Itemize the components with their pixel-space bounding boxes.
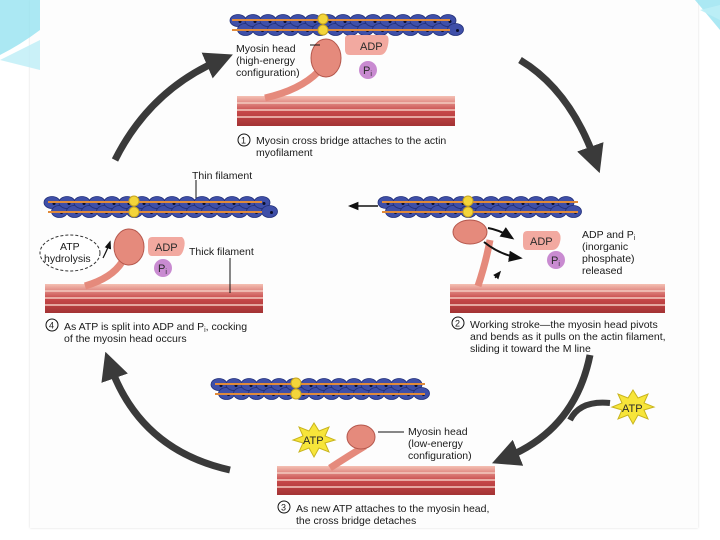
atp-feed-arrow — [567, 399, 611, 422]
release-label-4: released — [582, 265, 622, 277]
step-number: 1 — [241, 136, 246, 146]
myosin-neck-2 — [474, 239, 494, 288]
head-label-2: (low-energy — [408, 438, 464, 450]
myosin-neck-1 — [264, 69, 321, 102]
step-3-group: ATP Myosin head (low-energy configuratio… — [210, 377, 495, 527]
head-label-3: configuration) — [236, 67, 300, 79]
binding-site-dot — [456, 29, 459, 32]
binding-site-dot — [270, 211, 273, 214]
step-number-circle — [277, 500, 291, 514]
step-1-group: ADP Pi Myosin head (high-energy configur… — [229, 13, 464, 159]
troponin-complex — [317, 13, 329, 25]
step-number: 4 — [49, 321, 54, 331]
release-label-2: (inorganic — [582, 241, 628, 253]
step-4-caption-line-2: of the myosin head occurs — [64, 333, 187, 345]
step-number: 2 — [455, 319, 460, 329]
step-1-caption-line-2: myofilament — [256, 147, 313, 159]
step-1-caption-line-1: Myosin cross bridge attaches to the acti… — [256, 135, 446, 147]
hydrolysis-arrow — [102, 240, 112, 259]
step-2-group: ADP Pi ADP and Pi (inorganic phosphate) … — [347, 195, 666, 355]
step-4-caption-line-1: As ATP is split into ADP and Pi, cocking — [64, 321, 247, 334]
atp-hydrolysis-bubble — [39, 234, 101, 272]
actin-filament-2 — [377, 195, 582, 218]
head-label-2: (high-energy — [236, 55, 296, 67]
troponin-complex — [290, 377, 302, 389]
troponin-complex — [128, 195, 140, 207]
atp-bound-label: ATP — [303, 435, 324, 447]
actin-bead — [261, 205, 278, 218]
thick-stripes — [277, 472, 495, 488]
adp-chip-4: ADP — [148, 237, 185, 256]
adp-chip-1: ADP — [345, 35, 389, 55]
myosin-neck-4 — [83, 259, 125, 290]
step-number-circle — [45, 318, 59, 332]
troponin-complex — [462, 206, 474, 218]
troponin-complex — [462, 195, 474, 207]
pi-chip-2: Pi — [547, 251, 565, 269]
step-3-caption-line-1: As new ATP attaches to the myosin head, — [296, 503, 489, 515]
atp-bound-burst: ATP — [291, 422, 337, 459]
hydrolysis-label-1: ATP — [60, 241, 80, 253]
adp-label: ADP — [530, 236, 553, 248]
thin-filament-label: Thin filament — [192, 170, 252, 182]
myosin-head-4 — [113, 228, 145, 266]
pi-chip-1: Pi — [359, 61, 377, 79]
thick-filament-label: Thick filament — [189, 246, 254, 258]
release-label-1: ADP and Pi — [582, 229, 636, 242]
head-label-1: Myosin head — [408, 426, 468, 438]
troponin-complex — [290, 388, 302, 400]
cycle-arrow-1-to-2 — [518, 56, 604, 174]
myosin-head-3 — [346, 424, 376, 450]
step-3-caption-line-2: the cross bridge detaches — [296, 515, 416, 527]
adp-label: ADP — [155, 242, 178, 254]
actin-filament-1 — [229, 13, 464, 36]
corner-accent-left — [0, 0, 40, 70]
release-arrow-pi — [483, 241, 523, 262]
step-2-caption-line-1: Working stroke—the myosin head pivots — [470, 319, 658, 331]
pi-label: Pi — [551, 255, 560, 268]
atp-incoming-label: ATP — [622, 403, 643, 415]
cycle-arrow-3-to-4 — [101, 351, 231, 474]
adp-chip-2: ADP — [523, 231, 561, 250]
troponin-complex — [128, 206, 140, 218]
release-arrow-adp — [487, 227, 515, 240]
head-label-3: configuration) — [408, 450, 472, 462]
myosin-head-1 — [310, 38, 342, 78]
cycle-arrow-2-to-3 — [492, 354, 594, 466]
pi-label: Pi — [158, 263, 167, 276]
hydrolysis-label-2: hydrolysis — [44, 253, 91, 265]
actin-filament-3 — [210, 377, 430, 400]
thick-filament-1 — [237, 96, 455, 126]
atp-incoming-burst: ATP — [610, 389, 656, 426]
thick-stripes — [237, 102, 455, 118]
step-4-group: Thin filament ADP Pi ATP hydrolysis T — [39, 170, 278, 345]
pi-label: Pi — [363, 65, 372, 78]
release-label-3: phosphate) — [582, 253, 635, 265]
thick-stripes — [450, 290, 665, 306]
step-2-caption-line-2: and bends as it pulls on the actin filam… — [470, 331, 666, 343]
step-number: 3 — [281, 503, 286, 513]
step-number-circle — [237, 133, 251, 147]
adp-label: ADP — [360, 41, 383, 53]
pi-chip-4: Pi — [154, 259, 172, 277]
myosin-head-2 — [452, 219, 488, 245]
head-label-1: Myosin head — [236, 43, 296, 55]
troponin-complex — [317, 24, 329, 36]
actin-filament-4 — [43, 195, 278, 218]
step-2-caption-line-3: sliding it toward the M line — [470, 343, 591, 355]
step-number-circle — [451, 316, 465, 330]
binding-site-dot — [262, 202, 266, 205]
thick-stripes — [45, 290, 263, 306]
stroke-arrow — [493, 270, 502, 280]
cycle-arrow-4-to-1 — [111, 52, 233, 162]
corner-accent-right — [695, 0, 720, 30]
